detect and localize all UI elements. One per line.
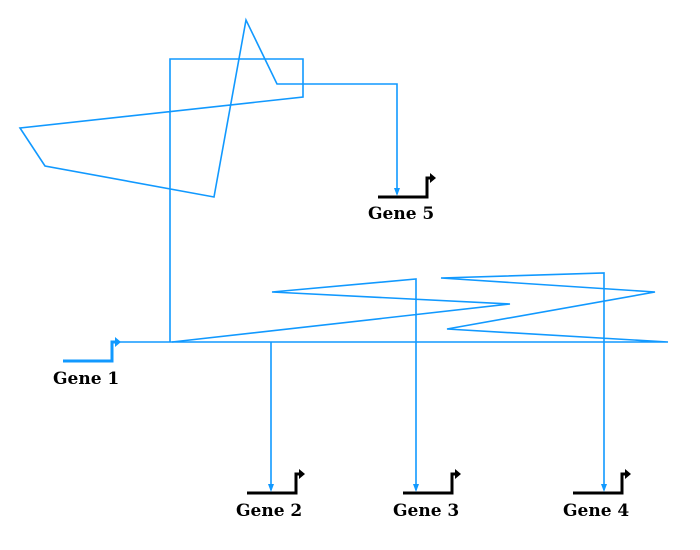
gene-5-promoter-arrow-icon: [430, 173, 436, 183]
arrow-gene4-icon: [601, 484, 607, 492]
arrow-gene3-icon: [413, 484, 419, 492]
gene-3-promoter-arrow-icon: [455, 469, 461, 479]
arrow-gene5-icon: [394, 188, 400, 196]
gene-2-label: Gene 2: [236, 501, 303, 521]
gene-4-symbol: [573, 472, 625, 495]
gene-5-label: Gene 5: [368, 204, 435, 224]
edge-gene1-to-gene3: [171, 278, 511, 490]
gene-1-symbol: [63, 340, 115, 363]
gene-4-label: Gene 4: [563, 501, 630, 521]
gene-2-symbol: [247, 472, 299, 495]
gene-3-label: Gene 3: [393, 501, 460, 521]
gene-1-label: Gene 1: [53, 369, 120, 389]
edge-gene1-to-gene4: [118, 272, 669, 490]
gene-5-symbol: [378, 176, 430, 199]
gene-4-promoter-arrow-icon: [625, 469, 631, 479]
arrow-gene2-icon: [268, 484, 274, 492]
gene-3-symbol: [403, 472, 455, 495]
edge-gene1-to-gene5: [18, 17, 398, 342]
gene-2-promoter-arrow-icon: [299, 469, 305, 479]
